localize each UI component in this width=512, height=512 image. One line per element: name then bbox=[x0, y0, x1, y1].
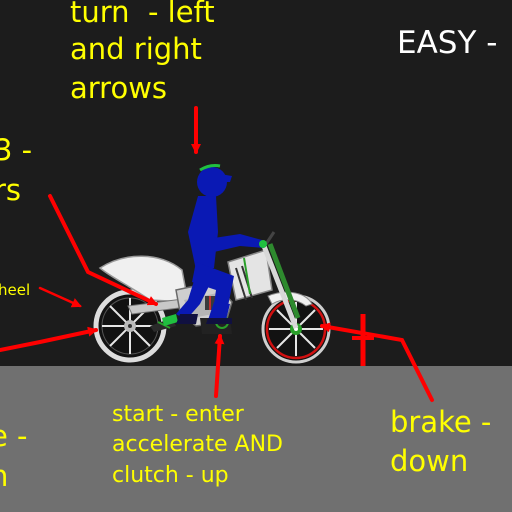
start-instruction-line-2: accelerate AND bbox=[112, 432, 283, 457]
back-instruction-line-1: e - bbox=[0, 419, 28, 453]
brake-marker bbox=[352, 314, 374, 366]
brake-arrow bbox=[320, 322, 434, 402]
difficulty-label: EASY - bbox=[397, 25, 498, 61]
back-arrow bbox=[0, 326, 98, 352]
start-instruction-line-3: clutch - up bbox=[112, 463, 229, 488]
start-instruction-line-1: start - enter bbox=[112, 402, 244, 427]
turn-instruction-line-2: and right bbox=[70, 32, 202, 66]
turn-instruction-line-1: turn - left bbox=[70, 0, 215, 29]
rider bbox=[176, 164, 267, 324]
gears-instruction-line-1: 3 - bbox=[0, 133, 33, 167]
brake-instruction-line-1: brake - bbox=[390, 405, 492, 439]
turn-instruction-line-3: arrows bbox=[70, 71, 168, 105]
gears-arrow bbox=[48, 194, 158, 306]
brake-instruction-line-2: down bbox=[390, 444, 469, 478]
gears-instruction-line-2: rs bbox=[0, 173, 22, 207]
start-arrow bbox=[214, 334, 225, 398]
wheel-arrow bbox=[38, 286, 82, 308]
wheel-label: heel bbox=[0, 281, 31, 299]
back-instruction-line-2: n bbox=[0, 462, 8, 491]
